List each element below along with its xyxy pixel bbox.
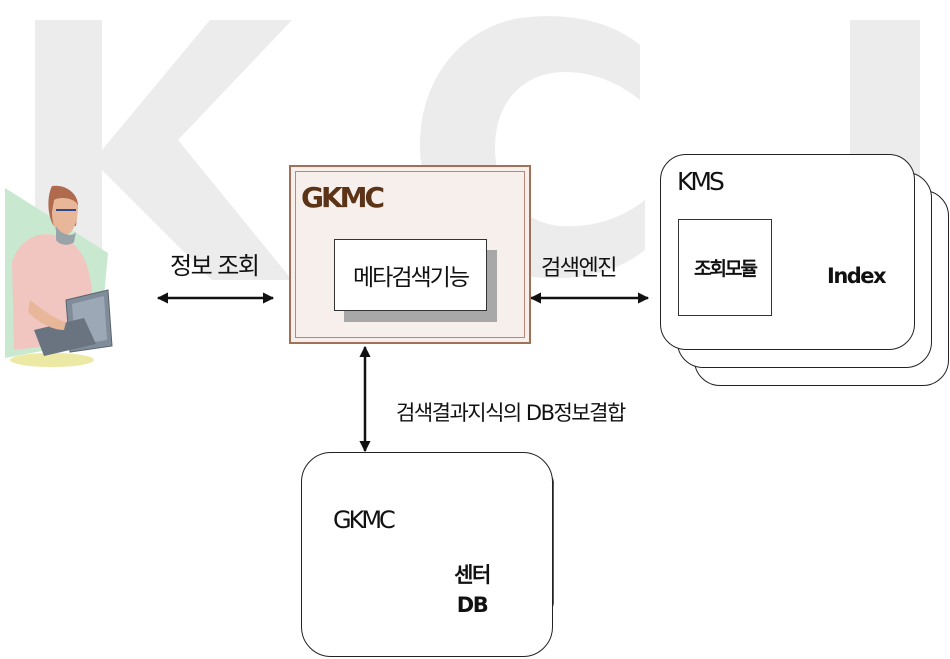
query-module-box: 조회모듈 [678,219,772,316]
info-query-label: 정보 조회 [170,246,258,281]
center-db-line2: DB [442,590,502,620]
gkmc-db-title: GKMC [333,506,393,534]
meta-search-box: 메타검색기능 [334,239,487,311]
gkmc-db-node: GKMC 센터 DB [301,452,553,657]
center-db-label: 센터 DB [442,560,502,620]
index-label: Index [827,264,885,288]
kms-title: KMS [677,167,722,196]
kms-card-front: KMS 조회모듈 Index [660,154,915,350]
search-engine-label: 검색엔진 [541,250,616,282]
center-db-line1: 센터 [442,560,502,590]
gkmc-main-node: GKMC 메타검색기능 [289,165,531,344]
gkmc-main-title: GKMC [301,181,382,214]
result-combine-label: 검색결과지식의 DB정보결합 [396,397,625,427]
